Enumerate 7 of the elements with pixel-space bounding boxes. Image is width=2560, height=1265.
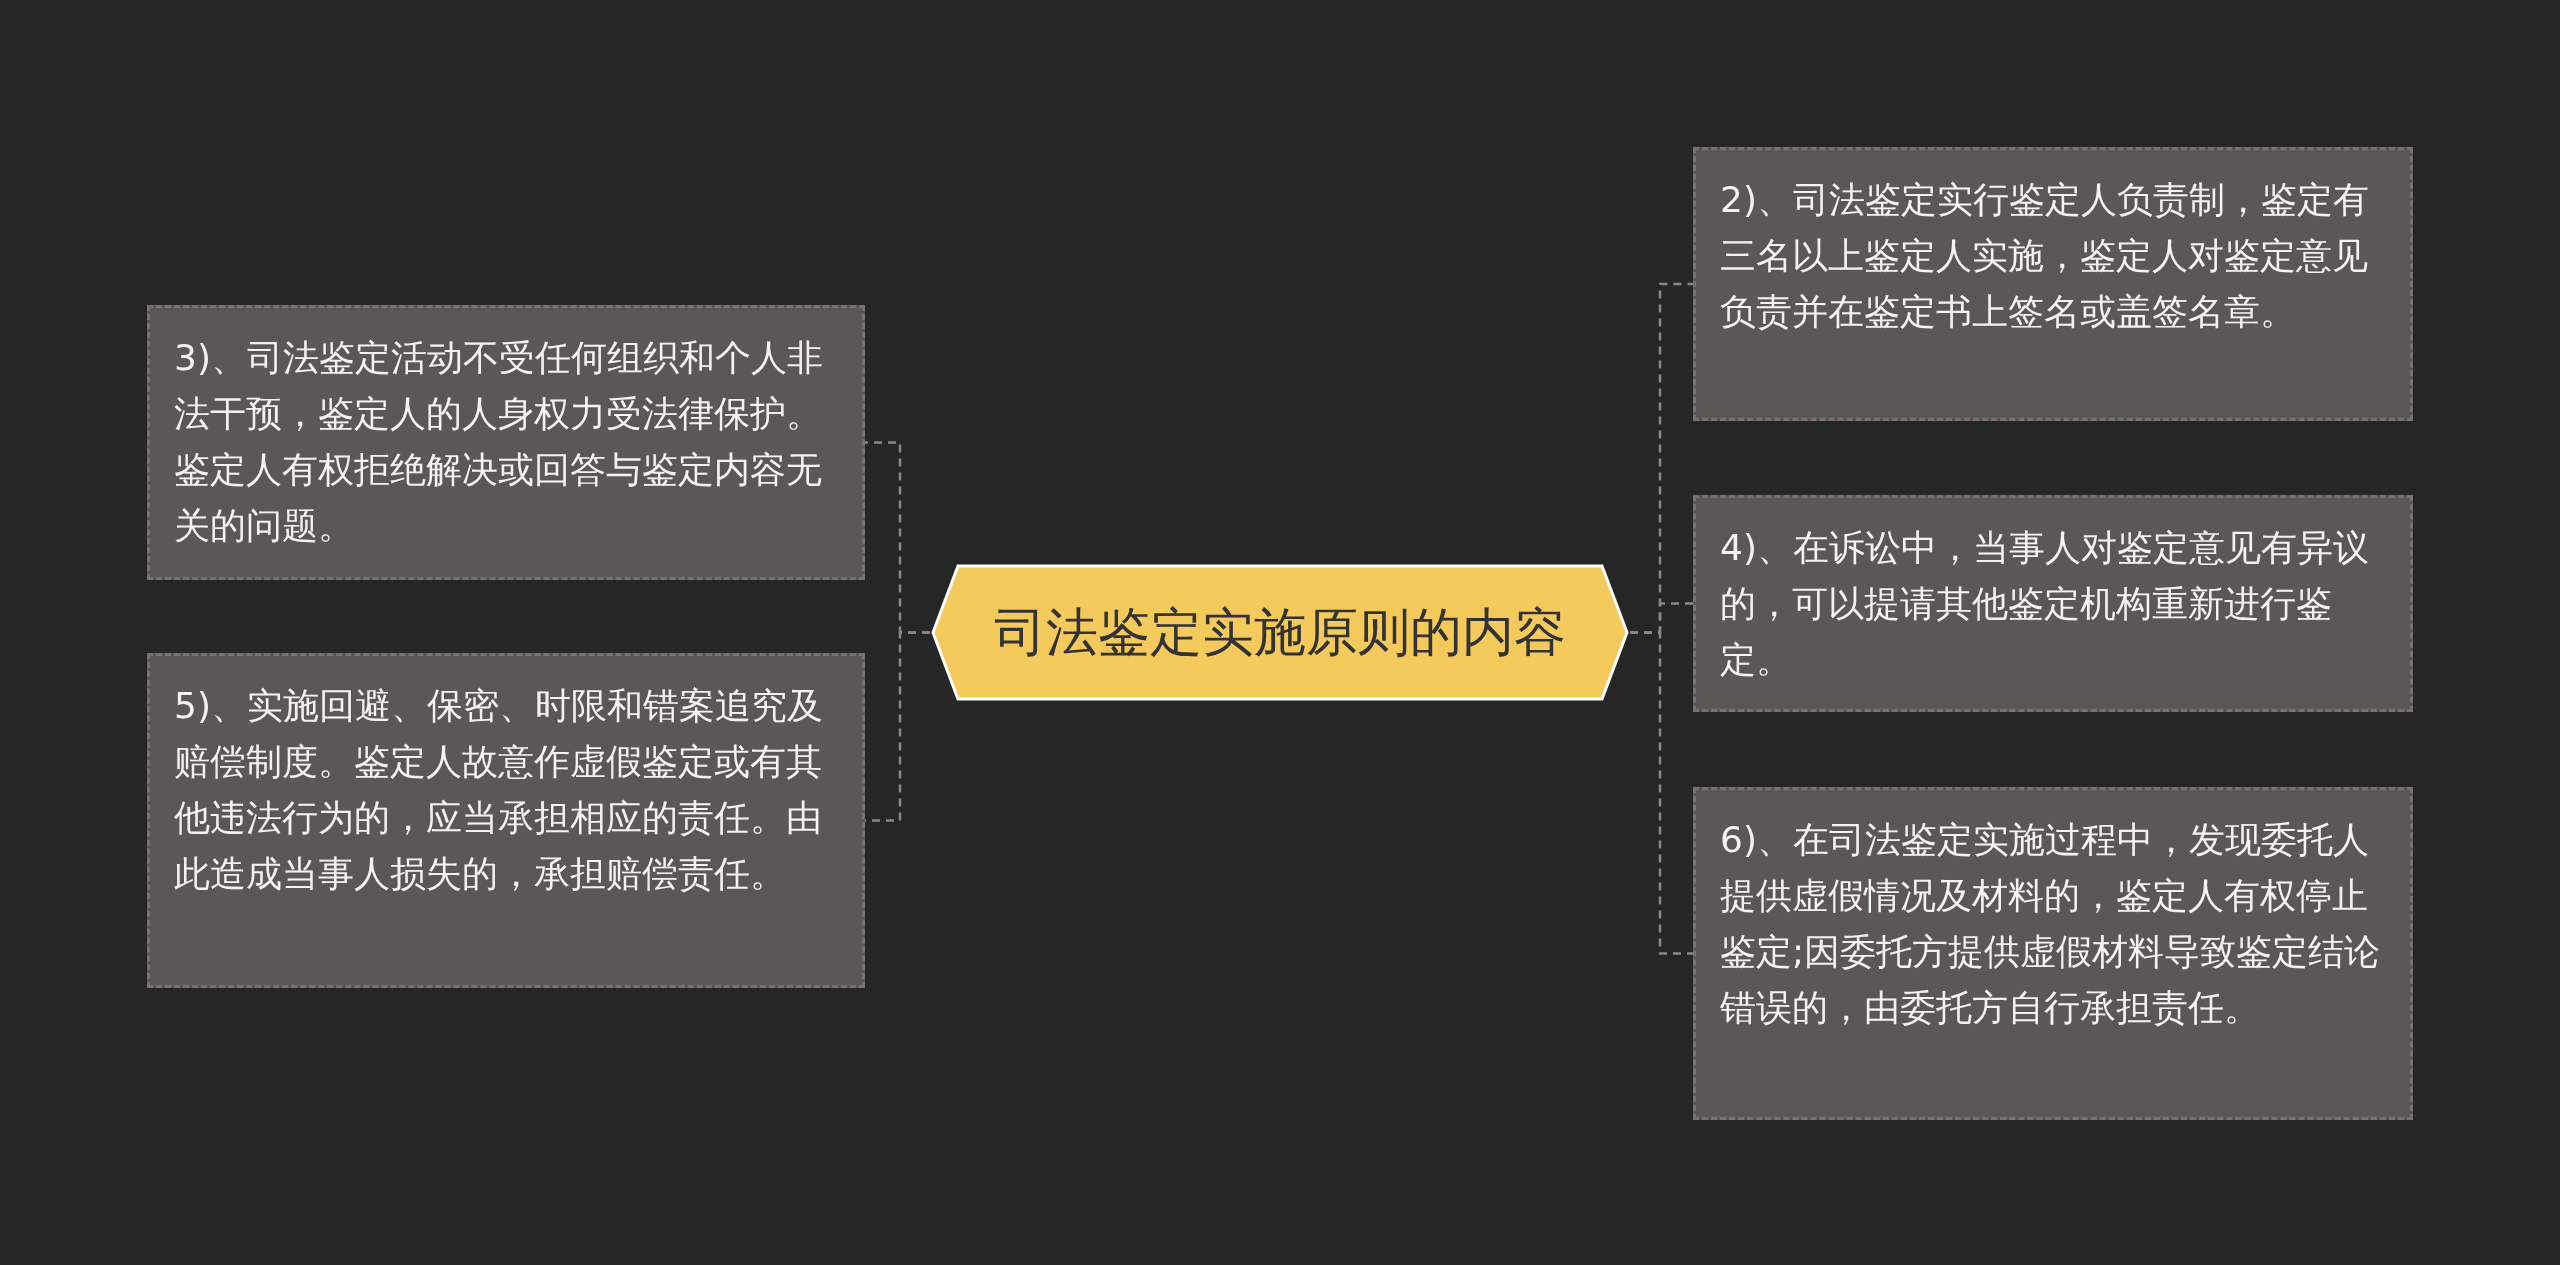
- topic-hexagon: 司法鉴定实施原则的内容: [930, 563, 1630, 702]
- connector-line: [1630, 631, 1693, 955]
- text-box: 6)、在司法鉴定实施过程中，发现委托人提供虚假情况及材料的，鉴定人有权停止鉴定;因委托方提供虚假材料导致鉴定结论错误的，由委托方自行承担责任。: [1693, 787, 2413, 1120]
- text-box: 5)、实施回避、保密、时限和错案追究及赔偿制度。鉴定人故意作虚假鉴定或有其他违法行为的，应当承担相应的责任。由此造成当事人损失的，承担赔偿责任。: [147, 653, 865, 988]
- text-box: 3)、司法鉴定活动不受任何组织和个人非法干预，鉴定人的人身权力受法律保护。鉴定人有权拒绝解决或回答与鉴定内容无关的问题。: [147, 305, 865, 580]
- text-box: 2)、司法鉴定实行鉴定人负责制，鉴定有三名以上鉴定人实施，鉴定人对鉴定意见负责并在鉴定书上签名或盖签名章。: [1693, 147, 2413, 421]
- text-box: 4)、在诉讼中，当事人对鉴定意见有异议的，可以提请其他鉴定机构重新进行鉴定。: [1693, 495, 2413, 712]
